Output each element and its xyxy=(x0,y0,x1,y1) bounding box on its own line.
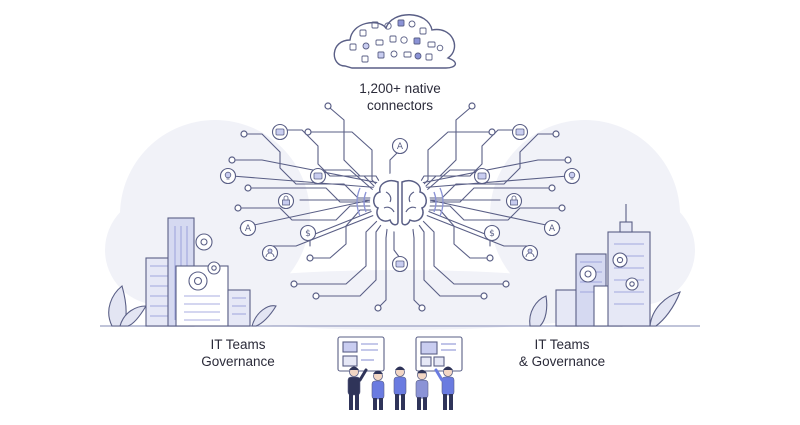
circuit-trace xyxy=(419,205,561,221)
circuit-trace xyxy=(295,213,385,285)
circuit-node-dollar: $ xyxy=(483,224,501,242)
city-right-icon xyxy=(529,204,681,327)
circuit-node-person xyxy=(261,244,279,262)
node-glyph: A xyxy=(397,142,404,152)
circuit-node-letter: A xyxy=(391,137,409,155)
node-glyph: $ xyxy=(489,229,495,239)
circuit-node-dot xyxy=(502,280,510,288)
circuit-trace xyxy=(239,205,381,221)
circuit-node-dot xyxy=(552,130,560,138)
circuit-node-dot xyxy=(548,184,556,192)
left-teams-label: IT Teams Governance xyxy=(168,336,308,370)
city-left-icon xyxy=(108,217,277,327)
circuit-trace xyxy=(379,220,389,307)
right-teams-label: IT Teams & Governance xyxy=(492,336,632,370)
brain-icon xyxy=(356,172,444,232)
left-label-line1: IT Teams xyxy=(210,337,266,352)
circuit-node-dot xyxy=(244,184,252,192)
circuit-node-person xyxy=(521,244,539,262)
team-person xyxy=(371,370,385,410)
circuit-node-dot xyxy=(374,304,382,312)
circuit-node-screen xyxy=(391,255,409,273)
circuit-trace xyxy=(415,159,565,185)
circuit-trace xyxy=(417,209,489,259)
team-person xyxy=(415,369,429,410)
circuit-trace xyxy=(417,133,555,199)
circuit-node-screen xyxy=(309,167,327,185)
circuit-node-dot xyxy=(468,102,476,110)
circuit-node-lock xyxy=(277,192,295,210)
circuit-node-dot xyxy=(488,128,496,136)
right-label-line2: & Governance xyxy=(518,354,606,369)
cloud-connectors-label: 1,200+ native connectors xyxy=(330,80,470,114)
circuit-trace xyxy=(317,217,387,297)
circuit-node-lock xyxy=(505,192,523,210)
circuit-node-screen xyxy=(473,167,491,185)
circuit-node-dot xyxy=(306,254,314,262)
node-glyph: A xyxy=(549,224,556,234)
circuit-node-bulb xyxy=(563,167,581,185)
circuit-node-bulb xyxy=(219,167,237,185)
left-label-line2: Governance xyxy=(201,354,275,369)
circuit-trace xyxy=(417,175,569,189)
team-person xyxy=(347,366,368,410)
circuit-node-dot xyxy=(480,292,488,300)
cloud-icon xyxy=(333,14,456,69)
circuit-node-dot xyxy=(312,292,320,300)
circuit-node-dot xyxy=(324,102,332,110)
circuit-node-dot xyxy=(304,128,312,136)
team-person xyxy=(434,366,455,410)
circuit-trace xyxy=(311,209,383,259)
circuit-node-dollar: $ xyxy=(299,224,317,242)
circuit-trace xyxy=(411,220,421,307)
circuit-node-letter: A xyxy=(543,219,561,237)
cloud-label-line2: connectors xyxy=(366,98,434,113)
circuit-trace xyxy=(415,213,505,285)
circuit-node-dot xyxy=(558,204,566,212)
circuit-traces xyxy=(231,107,569,307)
circuit-node-dot xyxy=(486,254,494,262)
circuit-node-dot xyxy=(240,130,248,138)
circuit-nodes: $ A A $ A xyxy=(219,102,581,312)
circuit-trace xyxy=(329,107,383,187)
circuit-trace xyxy=(417,131,491,191)
node-glyph: A xyxy=(245,224,252,234)
circuit-trace xyxy=(417,211,529,247)
circuit-node-letter: A xyxy=(239,219,257,237)
circuit-trace xyxy=(245,133,383,199)
circuit-node-screen xyxy=(511,123,529,141)
circuit-node-dot xyxy=(290,280,298,288)
circuit-trace xyxy=(309,131,383,191)
circuit-node-screen xyxy=(271,123,289,141)
circuit-node-dot xyxy=(564,156,572,164)
circuit-node-dot xyxy=(234,204,242,212)
circuit-trace xyxy=(235,159,385,185)
team-icon xyxy=(347,366,455,410)
dashboard-board-icon xyxy=(337,336,463,372)
circuit-trace xyxy=(271,211,383,247)
circuit-node-dot xyxy=(418,304,426,312)
cloud-app-icons xyxy=(349,19,444,63)
right-label-line1: IT Teams xyxy=(534,337,590,352)
cloud-label-line1: 1,200+ native xyxy=(359,81,441,96)
team-person xyxy=(393,366,407,410)
circuit-trace xyxy=(413,217,483,297)
circuit-node-dot xyxy=(228,156,236,164)
circuit-trace xyxy=(417,107,471,187)
circuit-trace xyxy=(231,175,383,189)
node-glyph: $ xyxy=(305,229,311,239)
